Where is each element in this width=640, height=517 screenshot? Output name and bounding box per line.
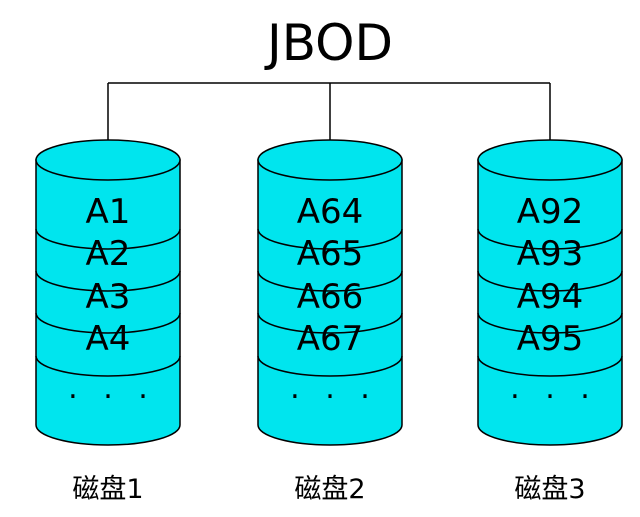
disk-label: 磁盘3 <box>514 474 585 505</box>
block-divider <box>257 228 403 250</box>
block-label: A1 <box>86 192 131 232</box>
block-label: A2 <box>86 234 131 274</box>
block-divider <box>35 355 181 377</box>
block-label: A64 <box>297 192 364 232</box>
block-divider <box>477 312 623 334</box>
block-divider <box>477 270 623 292</box>
ellipsis: . . . <box>290 371 378 406</box>
disk-top <box>257 139 403 181</box>
block-divider <box>477 355 623 377</box>
ellipsis: . . . <box>68 371 156 406</box>
block-label: A66 <box>297 277 364 317</box>
disk-label: 磁盘2 <box>294 474 365 505</box>
disk-top <box>35 139 181 181</box>
disk-top <box>477 139 623 181</box>
ellipsis: . . . <box>510 371 598 406</box>
block-label: A3 <box>86 277 131 317</box>
diagram-title: JBOD <box>264 14 393 72</box>
disk-label: 磁盘1 <box>72 474 143 505</box>
block-label: A92 <box>517 192 584 232</box>
block-label: A94 <box>517 277 584 317</box>
block-divider <box>257 270 403 292</box>
block-divider <box>257 312 403 334</box>
block-label: A95 <box>517 319 584 359</box>
block-divider <box>35 312 181 334</box>
block-label: A4 <box>86 319 131 359</box>
block-label: A65 <box>297 234 364 274</box>
block-divider <box>35 270 181 292</box>
block-divider <box>257 355 403 377</box>
block-label: A67 <box>297 319 364 359</box>
block-divider <box>477 228 623 250</box>
block-label: A93 <box>517 234 584 274</box>
block-divider <box>35 228 181 250</box>
